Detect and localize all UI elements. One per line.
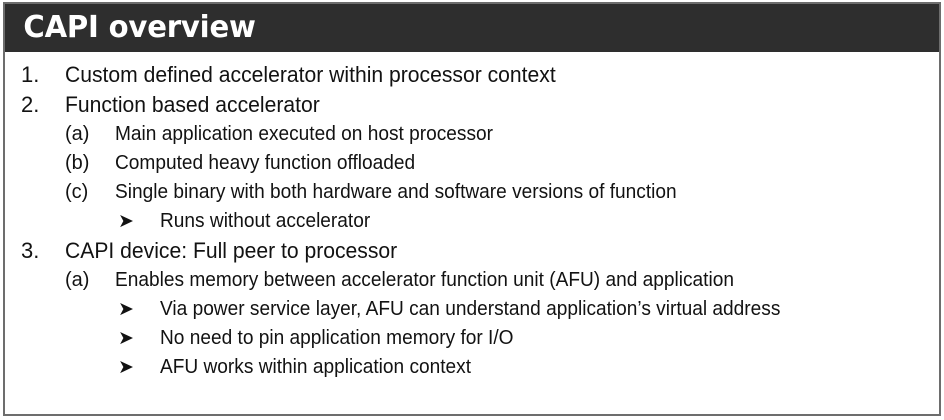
outline-item-label: Function based accelerator [65,92,320,117]
outline-item-label: Single binary with both hardware and sof… [115,181,677,203]
outline-item-marker: (a) [65,123,90,145]
outline-item-marker: 1. [21,62,40,87]
arrow-bullet-icon: ➤ [118,327,134,349]
outline-item-marker: (c) [65,181,89,203]
arrow-bullet-icon: ➤ [118,210,134,232]
outline-item: (b) Computed heavy function offloaded [5,149,939,178]
outline-item: 2. Function based accelerator [5,90,939,120]
outline-item: (a) Enables memory between accelerator fu… [5,266,939,295]
outline-item: ➤ No need to pin application memory for I… [5,324,939,353]
arrow-bullet-icon: ➤ [118,356,134,378]
outline-item-label: Runs without accelerator [160,210,371,232]
outline-item: (c) Single binary with both hardware and … [5,178,939,207]
outline-item: ➤ Runs without accelerator [5,207,939,236]
outline-item: ➤ AFU works within application context [5,353,939,382]
outline-item-label: Enables memory between accelerator funct… [115,269,734,291]
outline-item-marker: (b) [65,152,90,174]
outline-item-label: AFU works within application context [160,356,472,378]
outline-item-label: Via power service layer, AFU can underst… [160,298,781,320]
outline-item-marker: 2. [21,92,40,117]
outline-item-label: Custom defined accelerator within proces… [65,62,556,87]
outline-item-marker: (a) [65,269,90,291]
outline-item: ➤ Via power service layer, AFU can unders… [5,295,939,324]
outline-list: 1. Custom defined accelerator within proc… [5,54,939,414]
outline-item-label: No need to pin application memory for I/… [160,327,514,349]
page-title: CAPI overview [23,10,256,45]
outline-item-marker: 3. [21,238,40,263]
arrow-bullet-icon: ➤ [118,298,134,320]
outline-item-label: Main application executed on host proces… [115,123,493,145]
outline-item: 1. Custom defined accelerator within proc… [5,60,939,90]
slide-title-bar: CAPI overview [5,4,939,52]
outline-item: (a) Main application executed on host pro… [5,120,939,149]
outline-item: 3. CAPI device: Full peer to processor [5,236,939,266]
outline-item-label: CAPI device: Full peer to processor [65,238,398,263]
slide-border [3,2,941,416]
outline-item-label: Computed heavy function offloaded [115,152,416,174]
